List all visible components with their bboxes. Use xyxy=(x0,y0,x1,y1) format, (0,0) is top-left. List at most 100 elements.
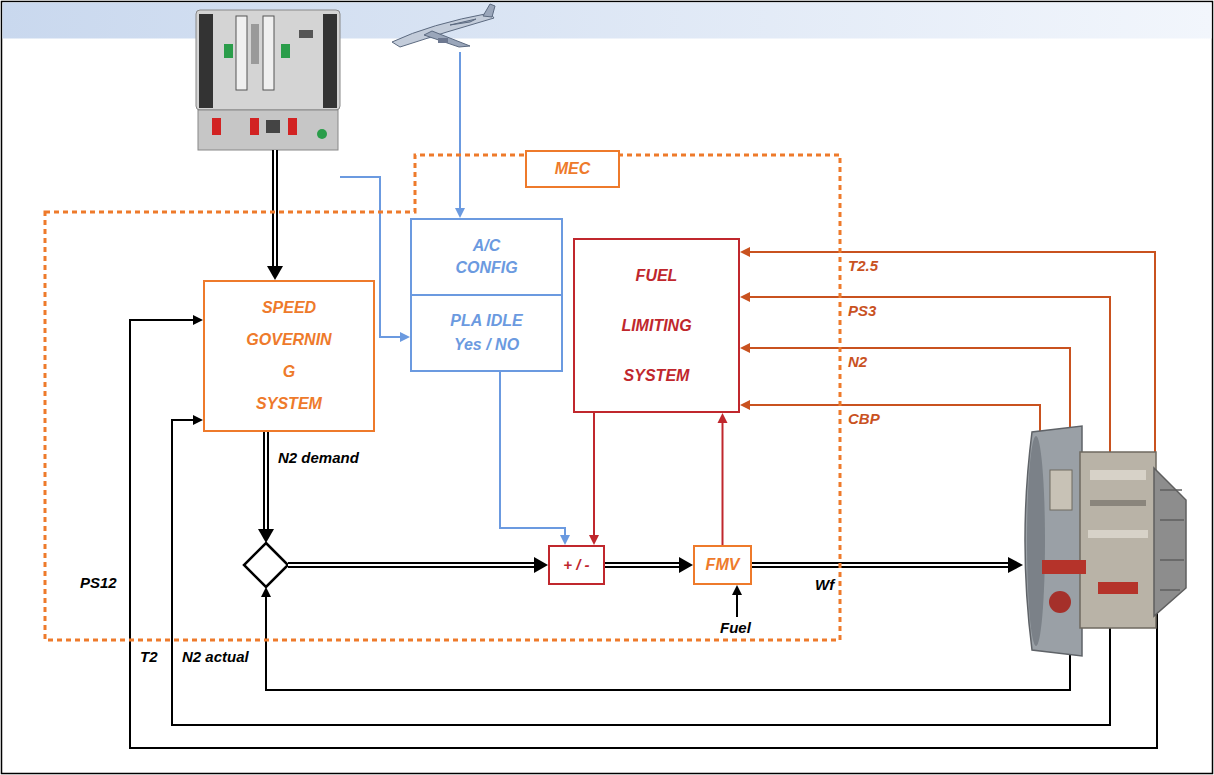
engine-gearbox xyxy=(1050,470,1072,510)
exhaust xyxy=(1154,468,1186,616)
fan-cowl xyxy=(1025,426,1082,656)
arrowhead xyxy=(740,343,750,353)
control-panel xyxy=(198,110,338,150)
arrowhead xyxy=(740,292,750,302)
signal-label: Wf xyxy=(815,576,834,593)
feedback-wire xyxy=(266,560,1070,690)
indicator xyxy=(281,44,290,58)
arrowhead xyxy=(718,413,728,423)
indicator xyxy=(299,30,313,38)
connector xyxy=(258,432,548,573)
double-line xyxy=(288,562,535,568)
engine-detail xyxy=(1090,500,1146,506)
wing xyxy=(424,31,470,47)
arrowhead xyxy=(534,557,548,573)
fuel-flow-line xyxy=(752,562,1008,568)
sensor-wires xyxy=(750,252,1155,520)
arrowhead xyxy=(258,529,274,543)
quadrant-rail xyxy=(199,14,213,108)
sensor-label: T2.5 xyxy=(848,257,878,274)
arrowhead xyxy=(732,585,742,595)
double-line xyxy=(263,432,269,530)
engine-switch xyxy=(212,118,221,135)
config-box: A/C CONFIG xyxy=(410,218,563,296)
sensor-label: CBP xyxy=(848,410,880,427)
double-line-core xyxy=(605,564,680,566)
tail-fin xyxy=(483,4,495,17)
process-box: SPEED GOVERNIN G SYSTEM xyxy=(203,280,375,432)
arrowhead xyxy=(679,557,693,573)
sensor-arrowheads xyxy=(740,247,750,410)
node-text: FUEL LIMITING SYSTEM xyxy=(592,251,722,401)
engine-switch xyxy=(288,118,297,135)
throttle-quadrant xyxy=(196,10,340,150)
arrowhead xyxy=(400,332,410,342)
fuel-flow-line xyxy=(752,564,1008,566)
arrowhead xyxy=(740,400,750,410)
arrowhead xyxy=(193,315,203,325)
switch-guard xyxy=(266,120,280,133)
lever-slot xyxy=(251,24,259,64)
engine-detail xyxy=(1160,490,1184,590)
arrowhead xyxy=(455,208,465,218)
connector xyxy=(500,372,570,545)
engine xyxy=(1025,426,1186,656)
connector-line xyxy=(722,423,724,545)
indicator xyxy=(224,44,233,58)
signal-label: N2 actual xyxy=(182,648,249,665)
quadrant-body xyxy=(196,10,340,110)
limiter-box: FUEL LIMITING SYSTEM xyxy=(573,238,740,413)
connector xyxy=(605,557,693,573)
arrowhead xyxy=(267,266,283,280)
sensor-wire xyxy=(750,405,1040,520)
engine-pipe xyxy=(1098,582,1138,594)
dashed-outline xyxy=(45,155,840,640)
engine-core xyxy=(1080,452,1156,628)
node-text: PLA IDLE Yes / NO xyxy=(441,309,533,357)
sensor-wire xyxy=(750,297,1110,520)
arrowhead xyxy=(1008,557,1023,573)
connector xyxy=(589,413,599,545)
double-line xyxy=(605,562,680,568)
signal-label: T2 xyxy=(140,648,158,665)
signal-label: PS12 xyxy=(80,574,117,591)
arrowhead xyxy=(560,535,570,545)
arrowhead xyxy=(740,247,750,257)
engine-pump xyxy=(1049,591,1071,613)
double-line-core xyxy=(288,564,535,566)
engine-detail xyxy=(1090,470,1146,480)
sensor-wire xyxy=(750,252,1155,520)
aircraft-wire xyxy=(459,52,461,208)
engine-switch xyxy=(250,118,259,135)
sensor-label: PS3 xyxy=(848,302,876,319)
config-box: PLA IDLE Yes / NO xyxy=(410,296,563,372)
edge-label: N2 demand xyxy=(276,449,361,466)
engine-pipe xyxy=(1042,560,1086,574)
sum-box: + / - xyxy=(548,545,605,585)
indicator xyxy=(317,129,327,139)
top-band xyxy=(3,3,1212,39)
command-line xyxy=(274,150,276,266)
signal-label: Fuel xyxy=(720,619,751,636)
aircraft xyxy=(392,4,495,47)
wing xyxy=(450,19,476,25)
node-text: FMV xyxy=(706,556,740,574)
arrowhead xyxy=(193,415,203,425)
node-text: A/C CONFIG xyxy=(432,235,542,279)
sensor-wire xyxy=(750,348,1070,520)
arrowhead xyxy=(589,535,599,545)
engine-detail xyxy=(1088,530,1148,538)
engine-pod xyxy=(438,38,448,43)
region-title: MEC xyxy=(525,150,620,188)
connector-line xyxy=(593,413,595,535)
command-line xyxy=(272,150,278,266)
thrust-lever xyxy=(236,16,247,90)
node-text: + / - xyxy=(563,556,589,574)
summing-junction xyxy=(244,543,288,587)
connector-line xyxy=(500,372,565,535)
fan-face xyxy=(1027,436,1045,646)
connector xyxy=(718,413,728,545)
mec-region: MECSPEED GOVERNIN G SYSTEMA/C CONFIGPLA … xyxy=(45,155,840,640)
